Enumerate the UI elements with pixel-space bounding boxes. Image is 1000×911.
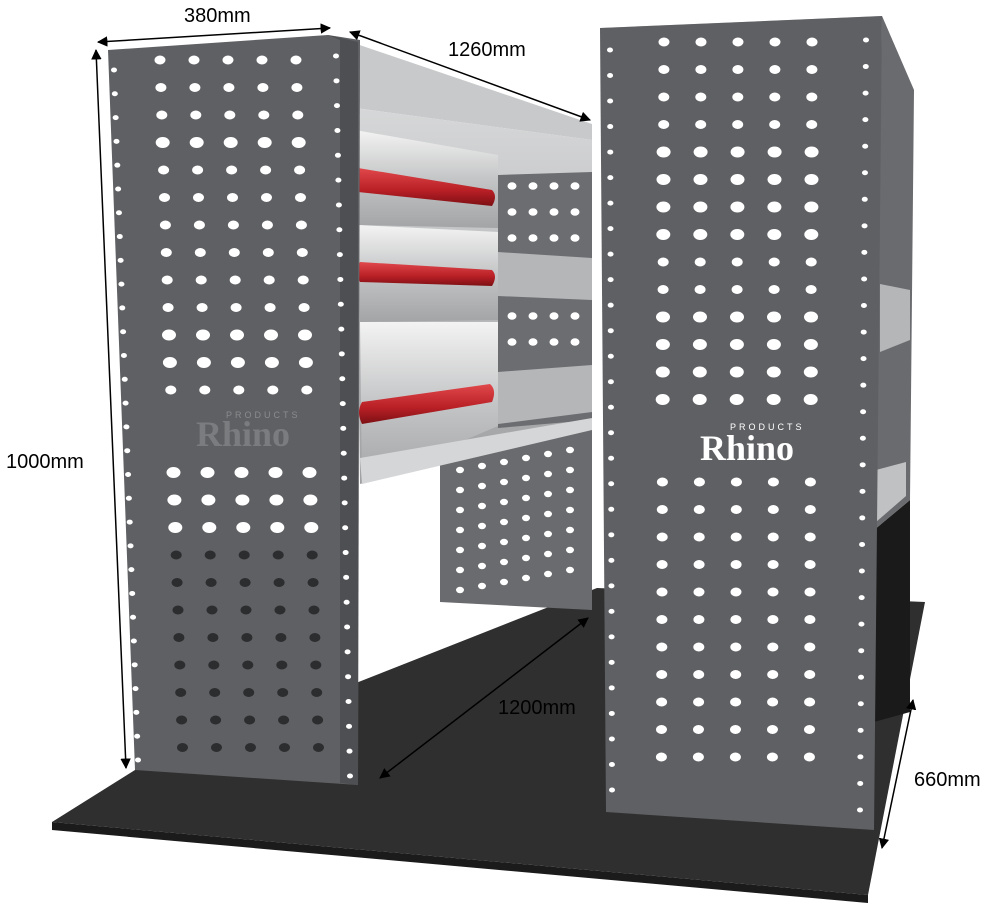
left-unit-inner-holes xyxy=(507,182,580,346)
left-side-panel-edge xyxy=(328,35,358,785)
left-unit-shelf-2 xyxy=(498,365,592,424)
right-unit-shelf-2 xyxy=(876,462,906,522)
dim-line-1200 xyxy=(379,617,589,779)
floor-mat-edge xyxy=(52,822,868,903)
right-side-panel xyxy=(600,16,882,830)
right-unit-shelf-1 xyxy=(880,284,910,352)
dim-line-1260 xyxy=(349,30,591,122)
drawer-2[interactable] xyxy=(357,225,498,322)
dimension-label-660: 660mm xyxy=(914,769,981,791)
dimension-label-1000: 1000mm xyxy=(6,451,84,473)
svg-text:Rhino: Rhino xyxy=(196,414,290,454)
right-unit-underside xyxy=(874,500,910,722)
dim-line-380 xyxy=(96,23,332,47)
right-panel-holes xyxy=(607,37,869,813)
dim-line-1000 xyxy=(91,48,131,770)
dimension-label-1260: 1260mm xyxy=(448,39,526,61)
left-unit-back-holes xyxy=(456,446,574,594)
left-unit-back-panel xyxy=(440,420,592,610)
dimension-label-1200: 1200mm xyxy=(498,697,576,719)
drawer-3[interactable] xyxy=(359,322,498,484)
svg-text:PRODUCTS: PRODUCTS xyxy=(226,410,301,420)
svg-text:PRODUCTS: PRODUCTS xyxy=(730,422,805,432)
dim-line-660 xyxy=(878,698,917,850)
svg-text:Rhino: Rhino xyxy=(700,428,794,468)
left-rhino-logo: Rhino PRODUCTS xyxy=(196,410,301,454)
drawer-1[interactable] xyxy=(355,130,498,228)
left-unit-shelf-bottom xyxy=(360,418,592,484)
right-rhino-logo: Rhino PRODUCTS xyxy=(700,422,805,468)
left-unit-inner-side xyxy=(498,172,592,428)
left-unit-shelf-1 xyxy=(498,252,592,300)
dimension-label-380: 380mm xyxy=(184,5,251,27)
right-unit-rear-side xyxy=(874,16,914,530)
